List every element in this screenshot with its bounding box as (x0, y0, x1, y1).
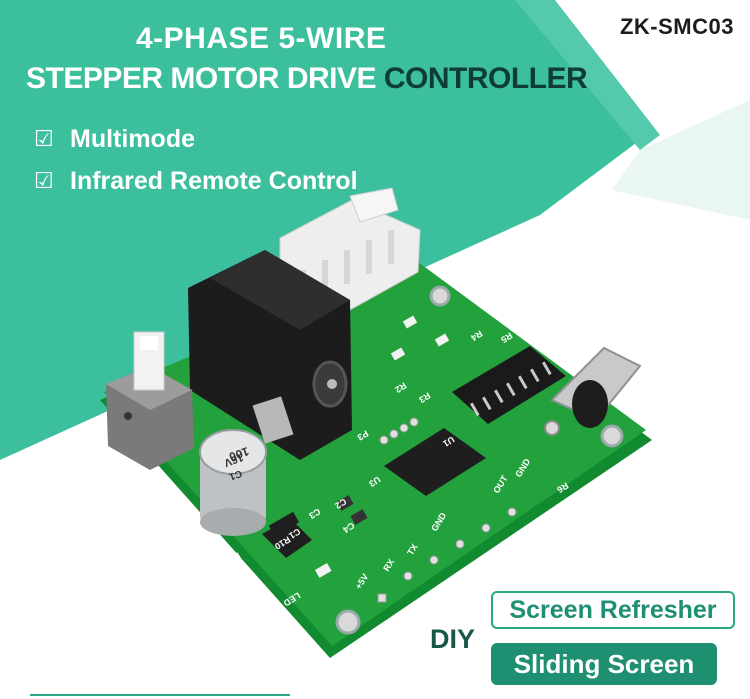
dc-power-jack (188, 250, 352, 460)
sliding-screen-tag: Sliding Screen (491, 643, 717, 685)
driver-ic-u1 (452, 346, 566, 424)
teal-accent-stripe (515, 0, 660, 150)
feature-label: Multimode (70, 124, 195, 153)
cap-value-label: 100 (227, 444, 251, 464)
mcu-ic-u3 (384, 428, 486, 496)
diy-label: DIY (430, 624, 476, 654)
light-triangle (612, 100, 750, 220)
checkbox-icon: ☑ (34, 168, 54, 193)
capacitor-smd (336, 495, 354, 511)
tactile-switch (106, 331, 194, 470)
silk-p3: P3 (356, 428, 371, 442)
checkbox-icon: ☑ (34, 126, 54, 151)
screen-refresher-tag: Screen Refresher (491, 591, 735, 629)
led-indicator (390, 347, 406, 361)
mounting-hole (429, 285, 451, 307)
cap-mark-label: C1 (227, 467, 243, 482)
header-pads-io (377, 507, 517, 603)
capacitor-smd (350, 509, 368, 525)
feature-item: ☑ Infrared Remote Control (34, 160, 358, 202)
title-line-2-white: STEPPER MOTOR DRIVE (26, 62, 384, 95)
led-indicator (402, 315, 418, 329)
feature-item: ☑ Multimode (34, 118, 358, 160)
bottom-divider (30, 694, 290, 696)
resistor-smd (268, 511, 300, 537)
mounting-hole (600, 424, 624, 448)
title-line-2: STEPPER MOTOR DRIVE CONTROLLER (26, 62, 588, 96)
header-pads-p3 (379, 417, 419, 445)
feature-list: ☑ Multimode ☑ Infrared Remote Control (34, 118, 358, 202)
title-line-1: 4-PHASE 5-WIRE (136, 22, 387, 55)
led-indicator (434, 333, 450, 347)
led-indicator (314, 563, 332, 578)
mounting-hole (335, 609, 361, 635)
title-line-2-dark: CONTROLLER (383, 62, 588, 95)
model-code: ZK-SMC03 (619, 14, 734, 39)
ir-receiver (544, 346, 642, 436)
electrolytic-capacitor: 100 16V C1 (199, 429, 267, 536)
feature-label: Infrared Remote Control (70, 166, 358, 195)
